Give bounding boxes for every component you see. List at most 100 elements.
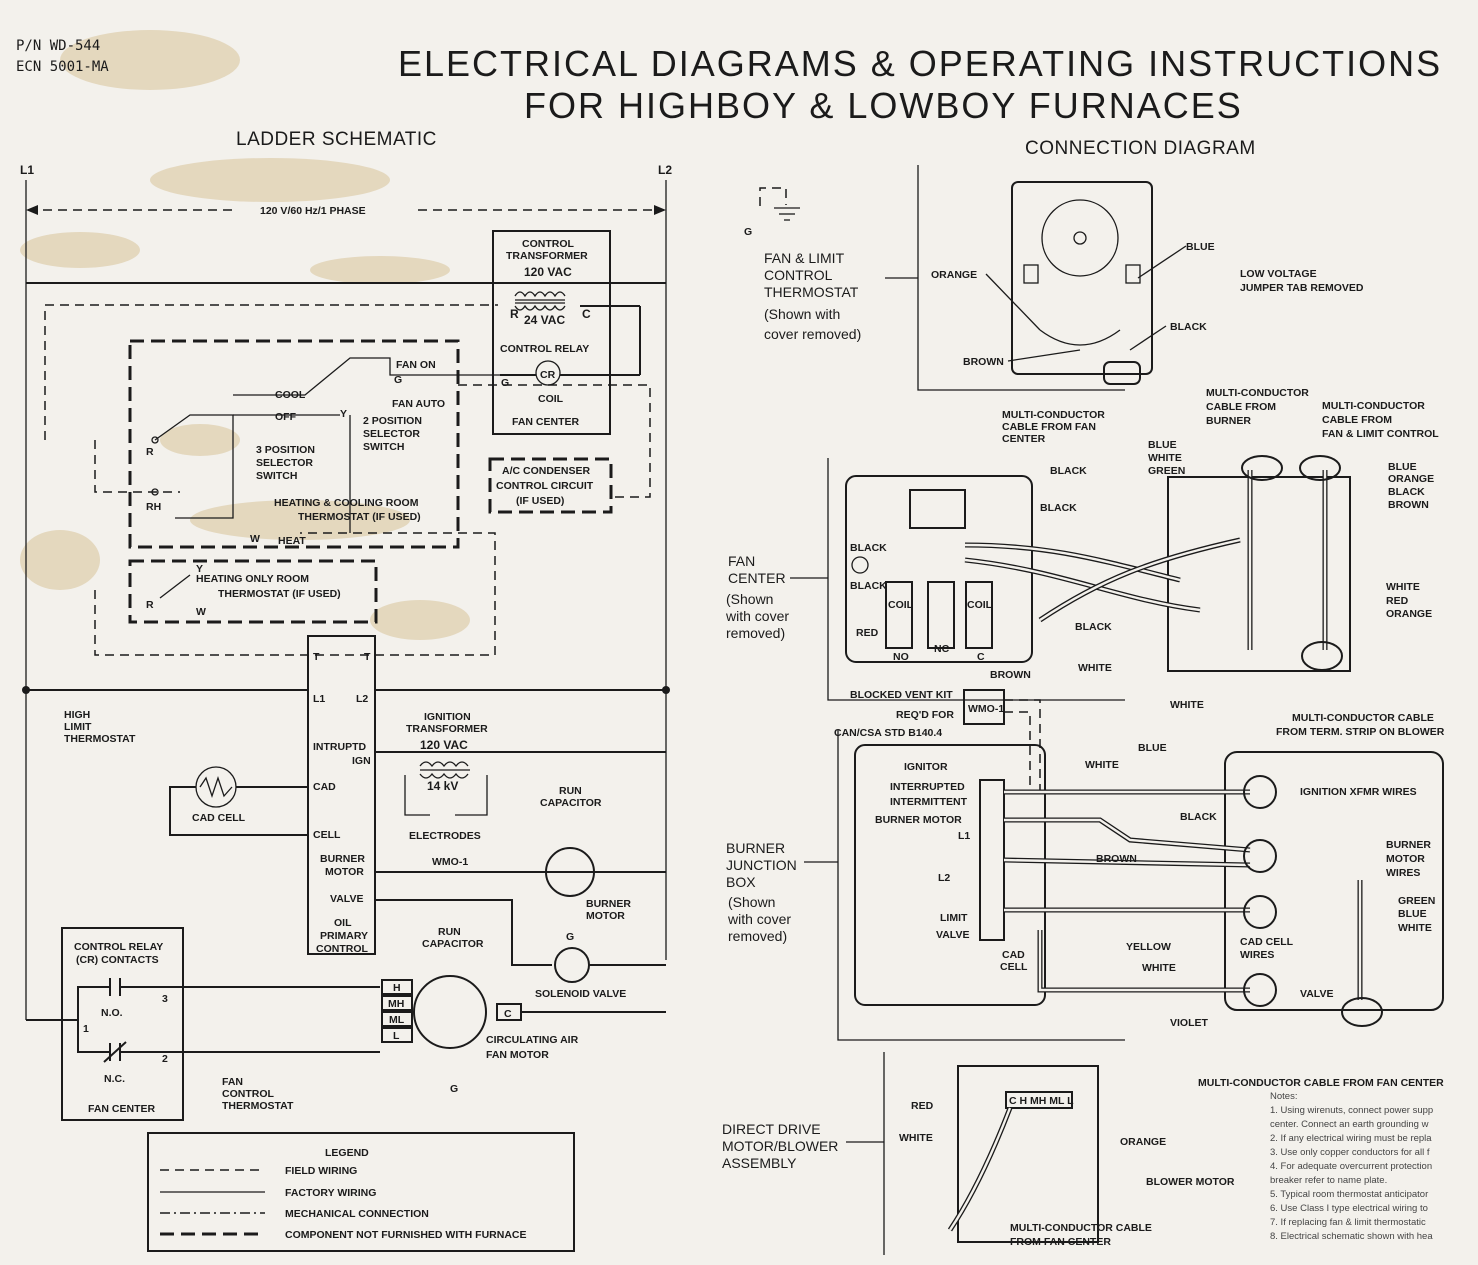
bv-2: REQ'D FOR bbox=[896, 709, 954, 721]
bj-l2: L2 bbox=[938, 872, 950, 884]
oil-burner-2: MOTOR bbox=[325, 866, 364, 878]
high-limit-3: THERMOSTAT bbox=[64, 733, 136, 745]
ct-label-2: TRANSFORMER bbox=[506, 250, 588, 262]
oil-ign: IGN bbox=[352, 755, 371, 767]
bv-1: BLOCKED VENT KIT bbox=[850, 689, 953, 701]
legend: LEGEND FIELD WIRING FACTORY WIRING MECHA… bbox=[147, 1132, 575, 1252]
bj-white-2: WHITE bbox=[1142, 962, 1176, 974]
fc-cover-2: with cover bbox=[725, 608, 789, 624]
note-line: 1. Using wirenuts, connect power supp bbox=[1270, 1105, 1433, 1116]
bj-white: WHITE bbox=[1085, 759, 1119, 771]
three-pos-1: 3 POSITION bbox=[256, 444, 315, 456]
ho-tstat-2: THERMOSTAT (IF USED) bbox=[218, 588, 341, 600]
fc-white: WHITE bbox=[1078, 662, 1112, 674]
rw-red: RED bbox=[1386, 595, 1409, 607]
dd-orange: ORANGE bbox=[1120, 1136, 1166, 1148]
fan-ctrl-3: THERMOSTAT bbox=[222, 1100, 294, 1112]
ladder-title: LADDER SCHEMATIC bbox=[236, 129, 437, 150]
legend-item: FIELD WIRING bbox=[285, 1165, 357, 1177]
dd-white: WHITE bbox=[899, 1132, 933, 1144]
fan-limit-control-housing bbox=[1011, 181, 1153, 375]
note-line: 6. Use Class I type electrical wiring to bbox=[1270, 1203, 1428, 1214]
circulating-fan-motor-symbol bbox=[413, 975, 487, 1049]
run-cap2-2: CAPACITOR bbox=[422, 938, 484, 950]
burner-motor-1: BURNER bbox=[586, 898, 631, 910]
burner-right-panel bbox=[1224, 751, 1444, 1011]
two-pos-1: 2 POSITION bbox=[363, 415, 422, 427]
oil-l2: L2 bbox=[356, 693, 368, 705]
black-wire-label: BLACK bbox=[1170, 321, 1207, 333]
heat-label: HEAT bbox=[278, 535, 306, 547]
bmw-3: WIRES bbox=[1386, 867, 1420, 879]
dd-blower-motor: BLOWER MOTOR bbox=[1146, 1176, 1235, 1188]
no-label: N.O. bbox=[101, 1007, 123, 1019]
note-line: 2. If any electrical wiring must be repl… bbox=[1270, 1133, 1432, 1144]
fan-limit-cover-1: (Shown with bbox=[764, 306, 840, 322]
mc-fan-center: MULTI-CONDUCTOR CABLE FROM FAN CENTER bbox=[1198, 1077, 1444, 1089]
mc-blower-1: MULTI-CONDUCTOR CABLE bbox=[1292, 712, 1434, 724]
mc-fan-1: MULTI-CONDUCTOR bbox=[1002, 409, 1105, 421]
lw-black: BLACK bbox=[1388, 486, 1425, 498]
note-line: breaker refer to name plate. bbox=[1270, 1175, 1387, 1186]
gbw-white: WHITE bbox=[1398, 922, 1432, 934]
bj-cad: CAD bbox=[1002, 949, 1025, 961]
low-volt-2: JUMPER TAB REMOVED bbox=[1240, 282, 1364, 294]
ct-voltage: 120 VAC bbox=[524, 265, 572, 279]
cr-contacts-1: CONTROL RELAY bbox=[74, 941, 163, 953]
motor-terminals: C H MH ML L bbox=[1009, 1095, 1074, 1107]
fc-brown: BROWN bbox=[990, 669, 1031, 681]
fc-nc: NC bbox=[934, 643, 950, 655]
supply-label: 120 V/60 Hz/1 PHASE bbox=[260, 205, 366, 217]
l2-label: L2 bbox=[658, 163, 672, 177]
mc-limit-1: MULTI-CONDUCTOR bbox=[1322, 400, 1425, 412]
nc-label: N.C. bbox=[104, 1073, 125, 1085]
legend-item: MECHANICAL CONNECTION bbox=[285, 1208, 429, 1220]
mc-fan-2: CABLE FROM FAN bbox=[1002, 421, 1096, 433]
oil-t-2: T bbox=[364, 651, 371, 663]
control-relay-label: CONTROL RELAY bbox=[500, 343, 589, 355]
connection-diagram: G FAN & LIMIT CONTROL THERMOSTAT (Shown … bbox=[722, 165, 1445, 1255]
heat-only-thermostat-box bbox=[128, 559, 378, 624]
two-pos-3: SWITCH bbox=[363, 441, 404, 453]
notes-title: Notes: bbox=[1270, 1091, 1297, 1102]
legend-box bbox=[147, 1132, 575, 1252]
junction-box bbox=[1167, 476, 1351, 672]
ho-w: W bbox=[196, 606, 206, 618]
bj-3: BOX bbox=[726, 874, 756, 890]
gbw-green: GREEN bbox=[1398, 895, 1435, 907]
orange-wire-label: ORANGE bbox=[931, 269, 977, 281]
fan-ctrl-1: FAN bbox=[222, 1076, 243, 1088]
dd-2: MOTOR/BLOWER bbox=[722, 1138, 838, 1154]
bj-2: JUNCTION bbox=[726, 857, 797, 873]
bj-ignitor: IGNITOR bbox=[904, 761, 948, 773]
rw-white: WHITE bbox=[1386, 581, 1420, 593]
g-label: G bbox=[501, 377, 509, 389]
note-line: 5. Typical room thermostat anticipator bbox=[1270, 1189, 1428, 1200]
dd-3: ASSEMBLY bbox=[722, 1155, 797, 1171]
fc-label-2: CENTER bbox=[728, 570, 786, 586]
oil-cad: CAD bbox=[313, 781, 336, 793]
two-pos-2: SELECTOR bbox=[363, 428, 420, 440]
ground-g: G bbox=[744, 226, 752, 238]
fan-ctrl-2: CONTROL bbox=[222, 1088, 274, 1100]
ho-y: Y bbox=[196, 563, 203, 575]
high-limit-1: HIGH bbox=[64, 709, 90, 721]
cr-contacts-box bbox=[61, 927, 184, 1121]
bj-interrupted: INTERRUPTED bbox=[890, 781, 965, 793]
bj-blue: BLUE bbox=[1138, 742, 1167, 754]
ac-label-1: A/C CONDENSER bbox=[502, 465, 591, 477]
ct-24vac: 24 VAC bbox=[524, 313, 565, 327]
y-label: Y bbox=[340, 408, 347, 420]
oil-l1: L1 bbox=[313, 693, 325, 705]
w-terminal: W bbox=[250, 533, 260, 545]
brown-wire-label: BROWN bbox=[963, 356, 1004, 368]
cr-label: CR bbox=[540, 369, 556, 381]
high-limit-2: LIMIT bbox=[64, 721, 92, 733]
note-line: center. Connect an earth grounding w bbox=[1270, 1119, 1429, 1130]
limit-dial bbox=[1041, 199, 1119, 277]
jb-white: WHITE bbox=[1170, 699, 1204, 711]
cr-3: 3 bbox=[162, 993, 168, 1005]
bmw-1: BURNER bbox=[1386, 839, 1431, 851]
ign-xfmr-3: 120 VAC bbox=[420, 738, 468, 752]
lw-orange: ORANGE bbox=[1388, 473, 1434, 485]
